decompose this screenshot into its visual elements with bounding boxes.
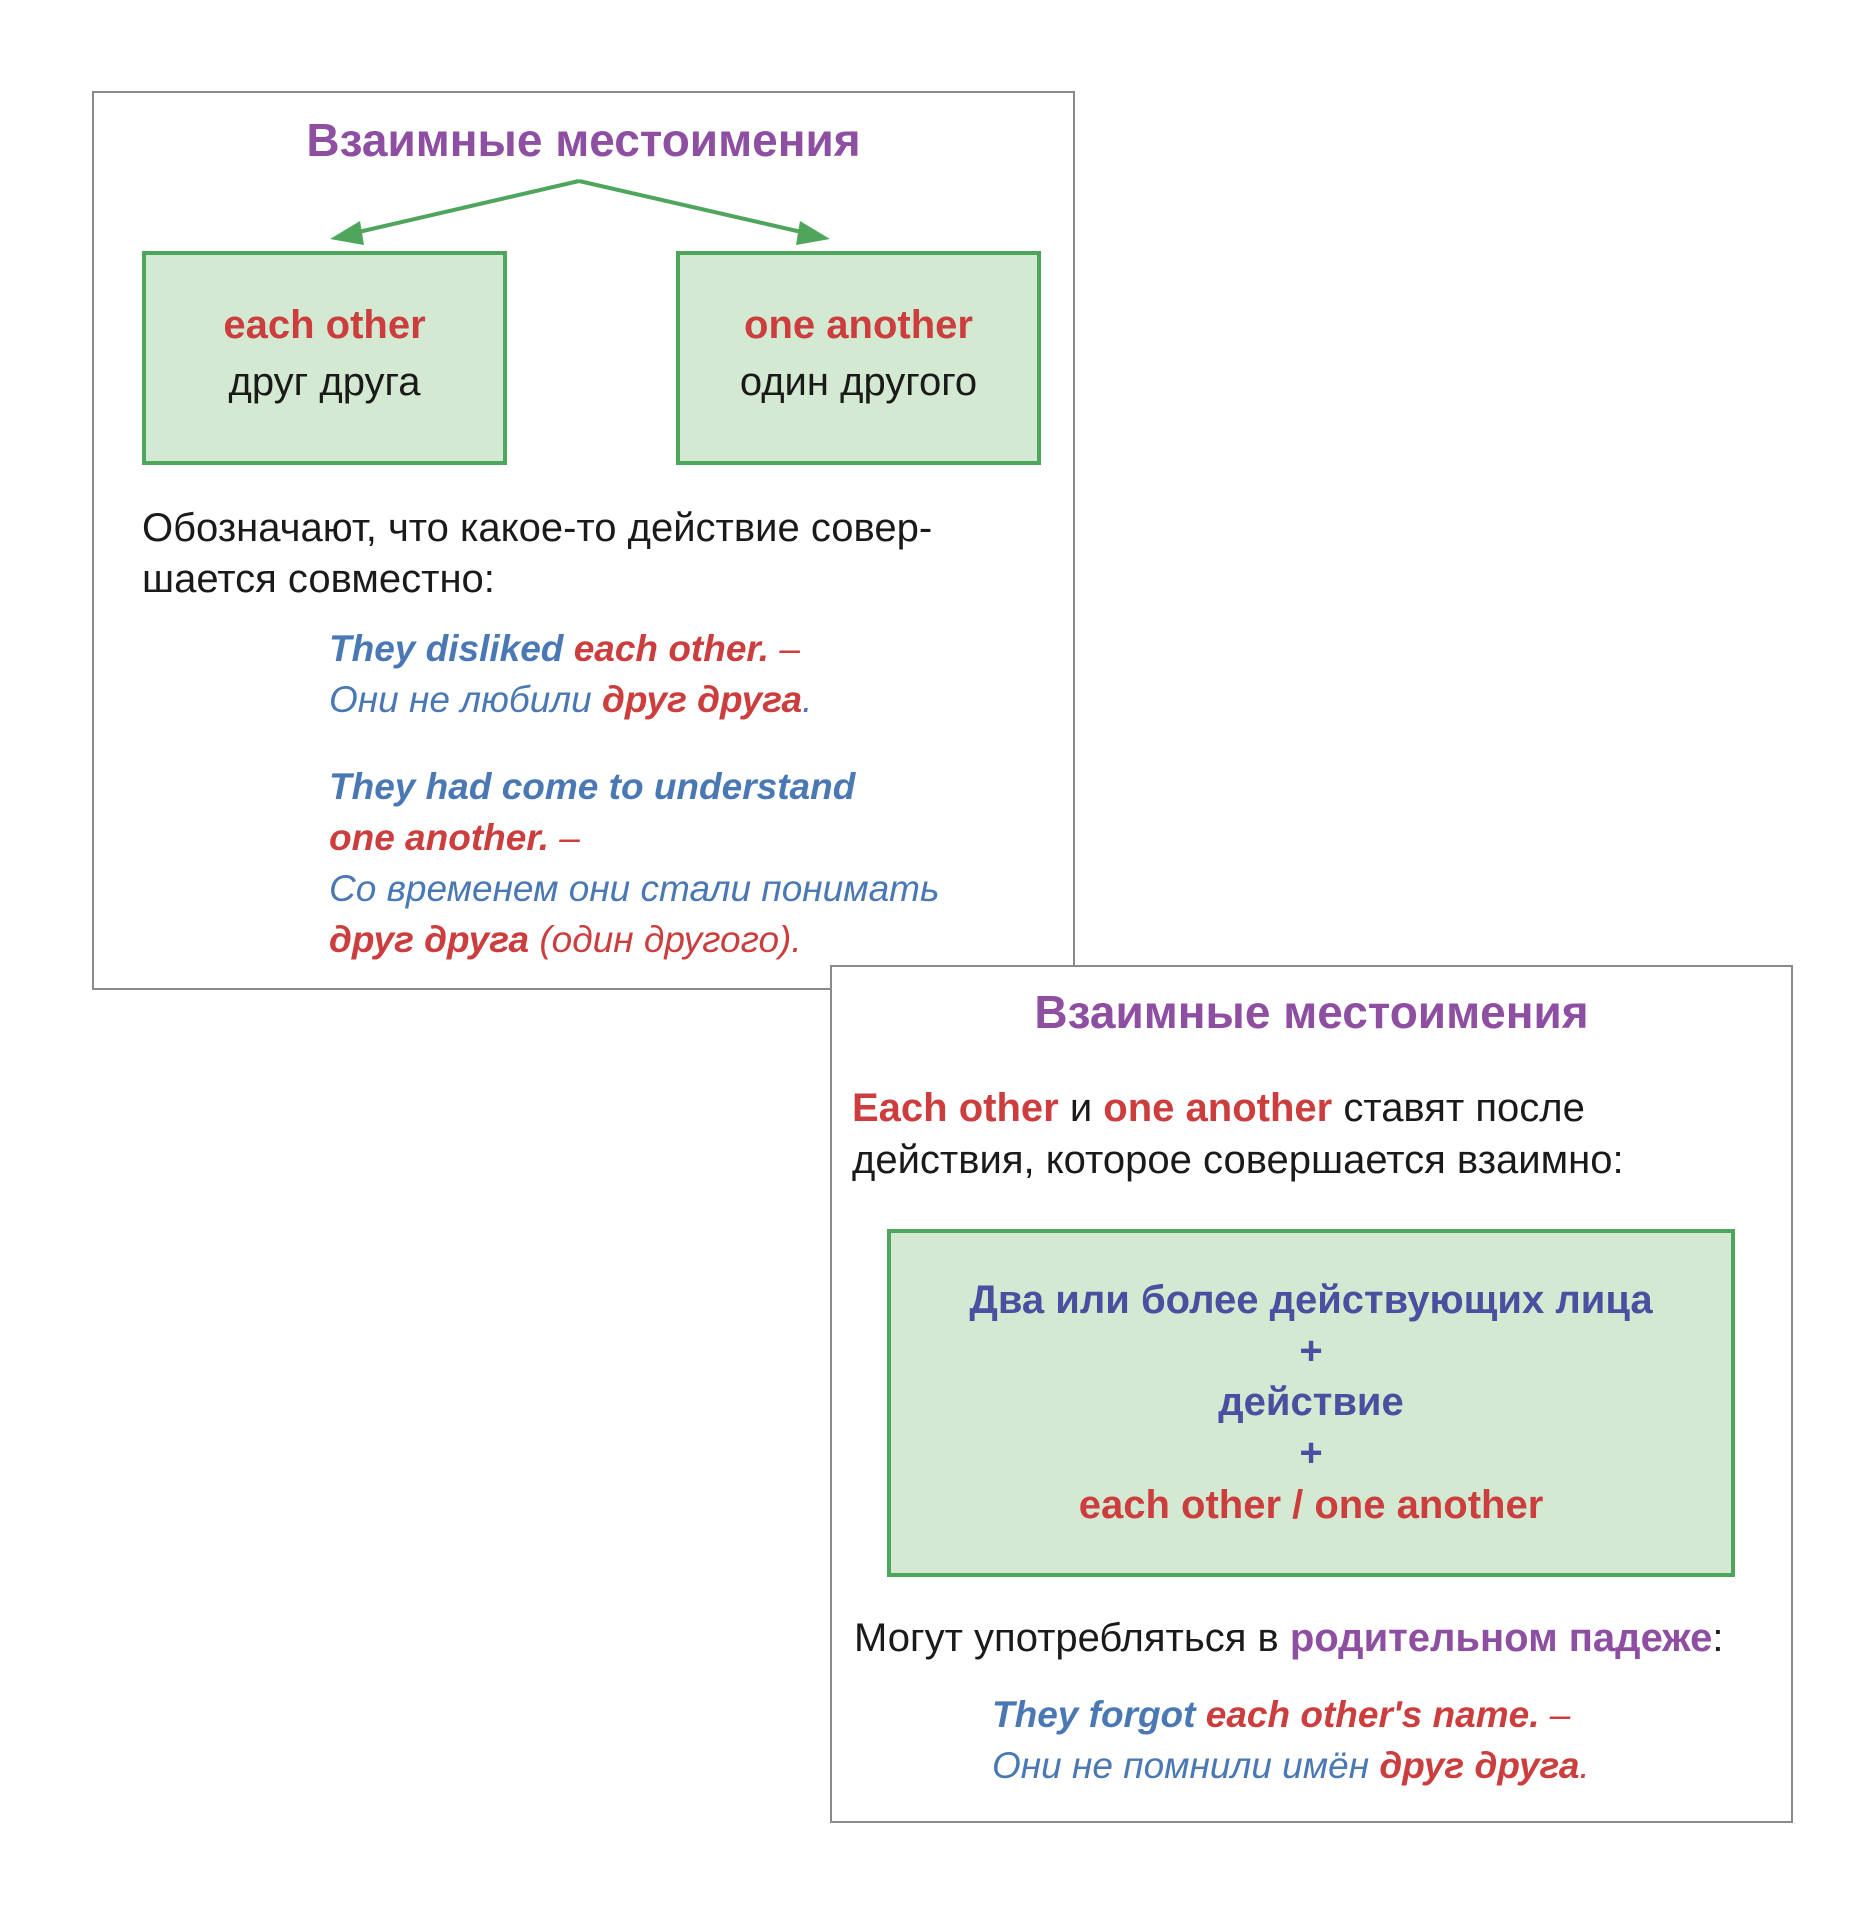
formula-line-pronouns: each other / one another [891, 1483, 1731, 1528]
arrow-right-line [578, 179, 811, 236]
intro-each-other: Each other [852, 1086, 1059, 1130]
box-one-another: one another один другого [676, 251, 1041, 465]
example-2-en-line1: They had come to understand [329, 766, 856, 807]
formula-box: Два или более действующих лица + действи… [887, 1229, 1735, 1577]
genitive-before: Могут употребляться в [854, 1616, 1290, 1660]
arrow-left-line [349, 179, 580, 236]
genitive-after: : [1712, 1616, 1724, 1660]
card2-intro: Each other и one another ставят после де… [852, 1082, 1772, 1186]
intro-line2: действия, которое совершается взаимно: [852, 1138, 1624, 1182]
description-line1: Обозначают, что какое-то действие совер- [142, 506, 933, 550]
formula-each-other: each other [1078, 1483, 1282, 1527]
card1-title: Взаимные местоимения [306, 114, 861, 166]
example-3-en-b: each other's name. [1205, 1694, 1540, 1735]
example-2-en-b: one another. [329, 817, 549, 858]
box-one-another-en: one another [744, 303, 973, 347]
example-2-dash: – [548, 817, 580, 858]
example-2-ru-b: друг друга [329, 919, 530, 960]
example-3-en: They forgot each other's name. – [992, 1689, 1590, 1740]
formula-line-action: действие [1218, 1380, 1404, 1424]
intro-and: и [1058, 1086, 1104, 1130]
box-each-other-ru: друг друга [228, 360, 421, 404]
example-2-ru-line1: Со временем они стали понимать [329, 868, 940, 909]
example-3-ru: Они не помнили имён друг друга. [992, 1740, 1590, 1791]
description-line2: шается совместно: [142, 557, 495, 601]
example-2: They had come to understand one another.… [329, 761, 939, 965]
box-one-another-ru: один другого [739, 360, 978, 404]
box-each-other-en: each other [223, 303, 426, 347]
example-1-en: They disliked each other. – [329, 623, 812, 674]
example-2-ru-c: (один другого). [529, 919, 802, 960]
example-1-en-b: each other. [573, 628, 770, 669]
example-3-en-a: They forgot [992, 1694, 1206, 1735]
example-3-ru-b: друг друга [1379, 1745, 1580, 1786]
branch-arrows [330, 179, 830, 245]
genitive-note: Могут употребляться в родительном падеже… [854, 1612, 1794, 1664]
card-reciprocal-pronouns-intro: Взаимные местоимения each other друг дру… [92, 91, 1075, 990]
card2-title: Взаимные местоимения [1034, 986, 1589, 1038]
arrow-left-head [330, 221, 364, 245]
formula-plus-1: + [1299, 1329, 1323, 1373]
intro-one-another: one another [1103, 1086, 1333, 1130]
formula-one-another: one another [1314, 1483, 1544, 1527]
genitive-highlight: родительном падеже [1289, 1616, 1713, 1660]
card1-description: Обозначают, что какое-то действие совер-… [142, 503, 1042, 605]
formula-plus-2: + [1299, 1431, 1323, 1475]
example-2-ru-line2: друг друга (один другого). [329, 914, 939, 965]
arrow-right-head [796, 221, 830, 245]
example-1-dash: – [769, 628, 800, 669]
example-1-ru-b: друг друга [602, 679, 803, 720]
example-3-ru-a: Они не помнили имён [992, 1745, 1380, 1786]
box-each-other: each other друг друга [142, 251, 507, 465]
example-1-ru-a: Они не любили [329, 679, 603, 720]
example-1-en-a: They disliked [329, 628, 574, 669]
intro-rest: ставят после [1332, 1086, 1585, 1130]
example-3-dash: – [1539, 1694, 1571, 1735]
example-1-ru-c: . [802, 679, 813, 720]
example-1-ru: Они не любили друг друга. [329, 674, 812, 725]
example-3-ru-c: . [1579, 1745, 1590, 1786]
formula-separator: / [1281, 1483, 1315, 1527]
card-reciprocal-pronouns-usage: Взаимные местоимения Each other и one an… [830, 965, 1793, 1823]
example-3: They forgot each other's name. – Они не … [992, 1689, 1590, 1791]
formula-line-actors: Два или более действующих лица [969, 1278, 1653, 1322]
example-1: They disliked each other. – Они не любил… [329, 623, 812, 725]
example-2-en-line2: one another. – [329, 812, 939, 863]
